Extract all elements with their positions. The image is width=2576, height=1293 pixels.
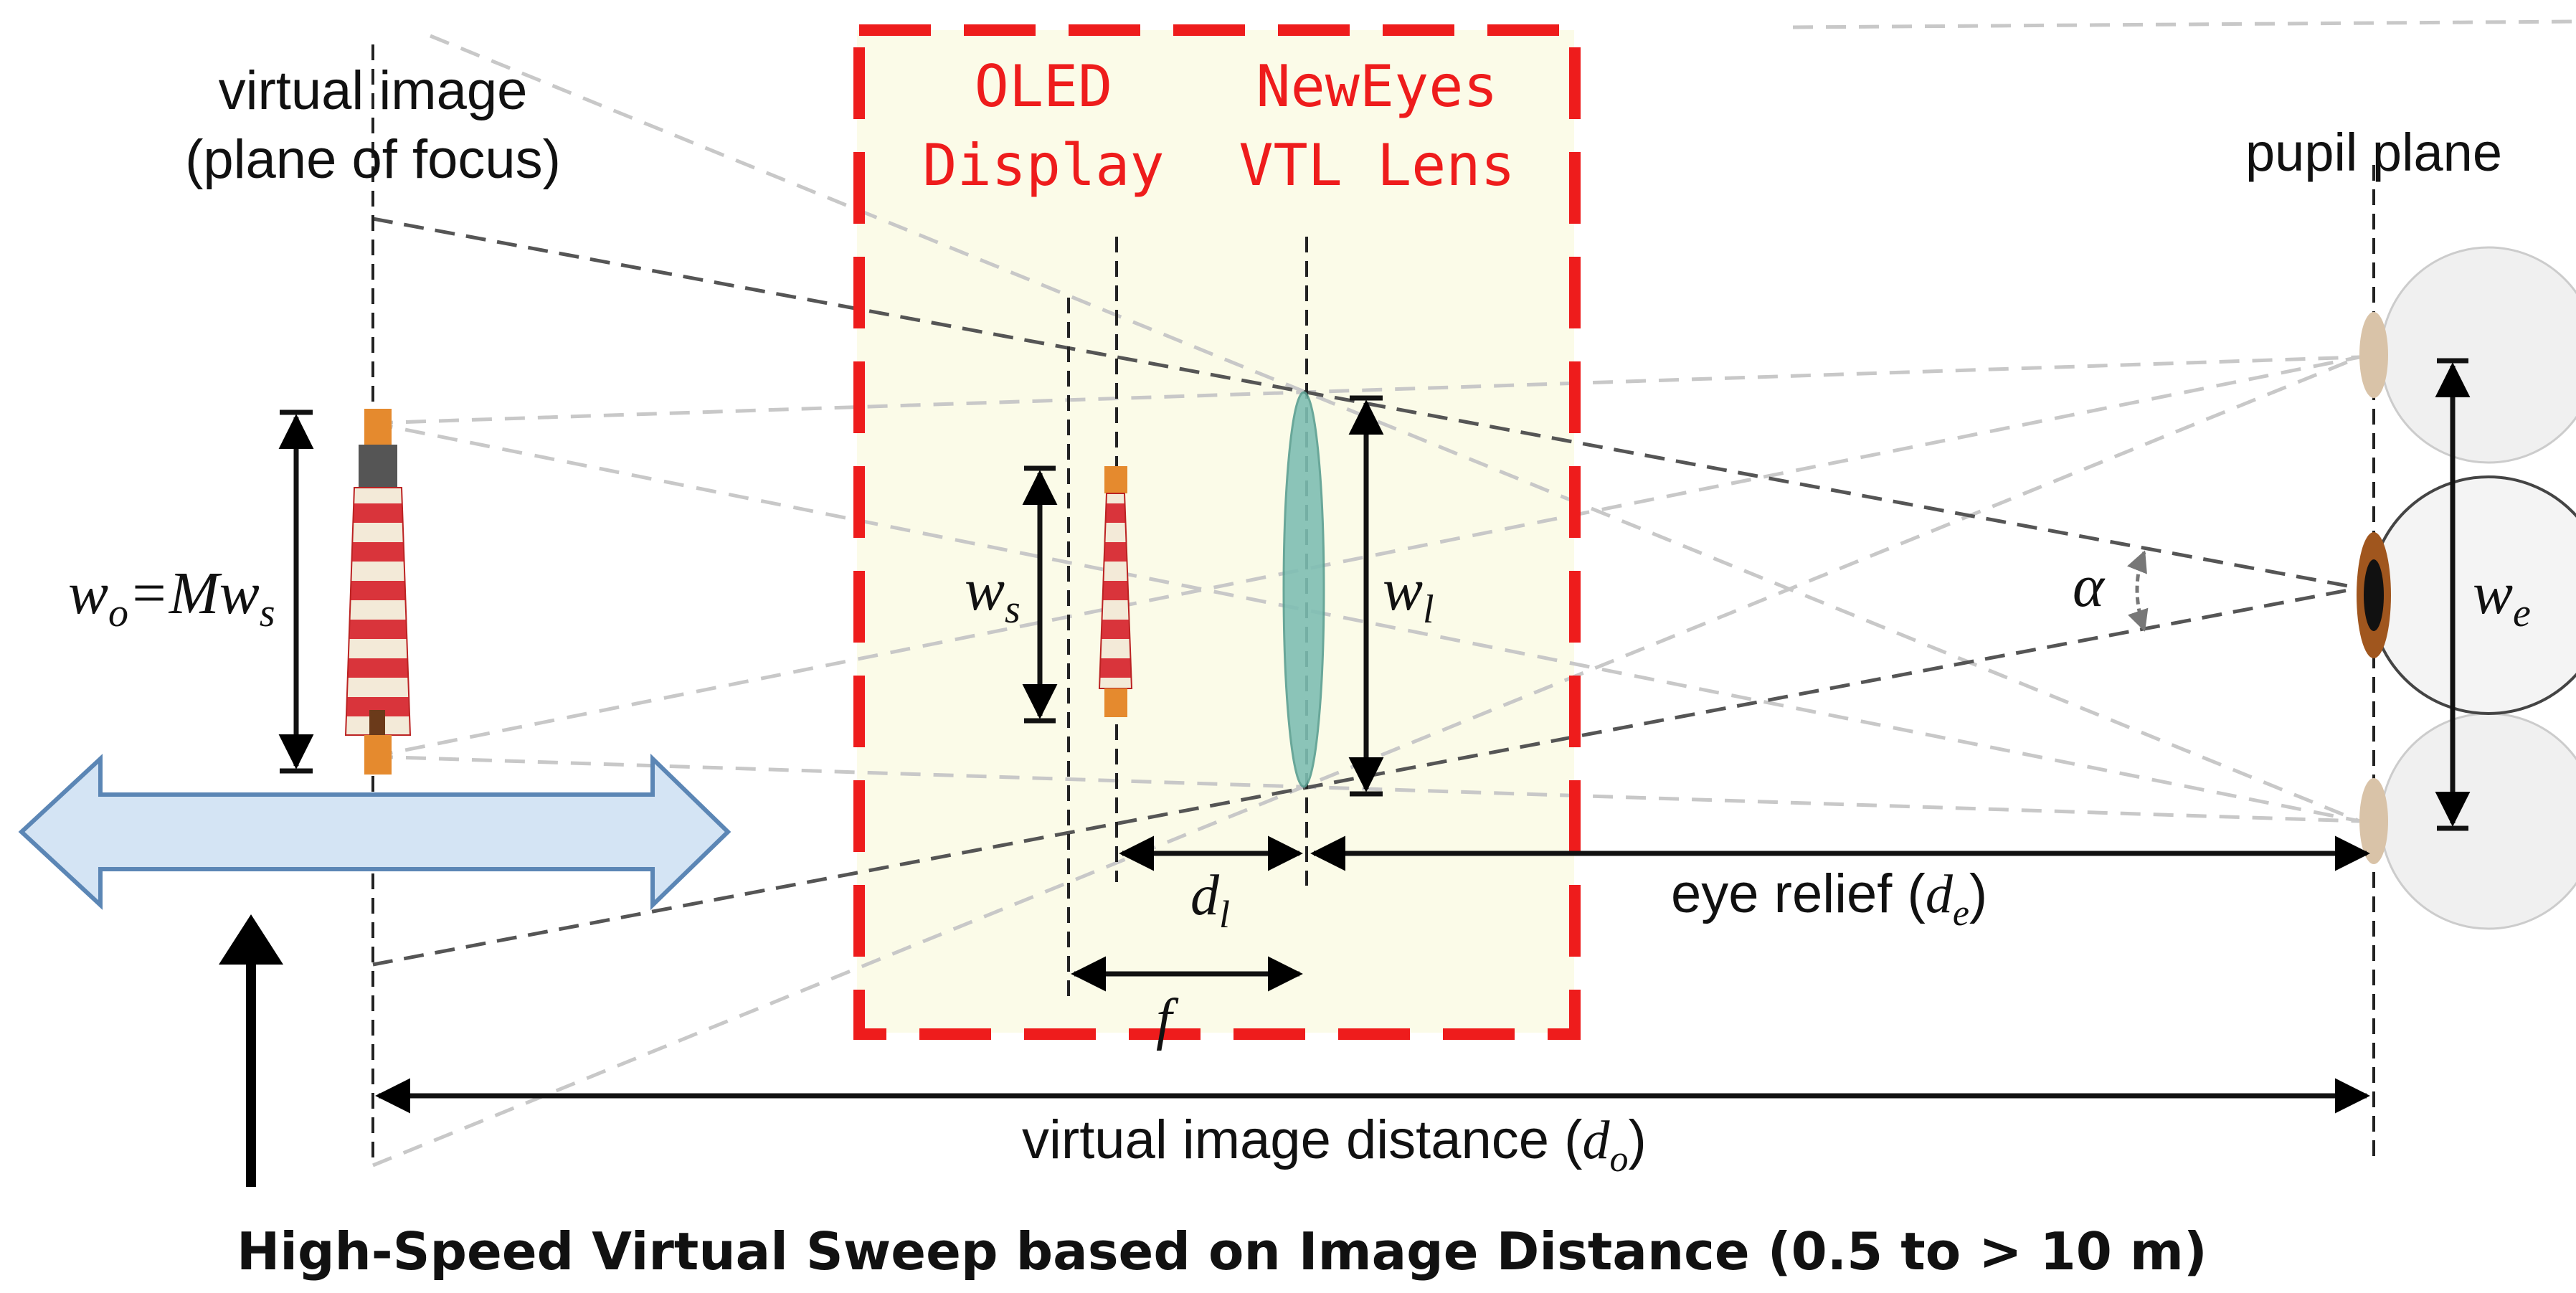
up-arrow-icon: [219, 914, 283, 1187]
we-label: we: [2473, 560, 2531, 635]
ws-label: ws: [965, 556, 1021, 632]
pupil-plane-label: pupil plane: [2245, 123, 2502, 182]
oled-label-2: Display: [922, 132, 1164, 199]
lens-label-2: VTL Lens: [1239, 132, 1515, 199]
caption: High-Speed Virtual Sweep based on Image …: [237, 1221, 2207, 1282]
dimension-lines: [278, 358, 2471, 1114]
alpha-arc: [2127, 550, 2149, 632]
virtual-image-distance-label: virtual image distance (do): [1022, 1109, 1647, 1180]
eye-icon: [2357, 246, 2576, 930]
display-lighthouse-icon: [1098, 466, 1133, 717]
wo-label: wo=Mws: [68, 560, 275, 635]
lens-icon: [1282, 391, 1325, 788]
double-arrow-icon: [18, 753, 731, 911]
lens-label-1: NewEyes: [1256, 53, 1497, 120]
alpha-label: α: [2073, 553, 2106, 620]
dl-label: dl: [1190, 864, 1230, 936]
system-boundary: [853, 24, 1581, 1040]
lighthouse-icon: [344, 409, 412, 775]
oled-label-1: OLED: [975, 53, 1113, 120]
eye-relief-label: eye relief (de): [1671, 863, 1987, 934]
virtual-image-label-2: (plane of focus): [185, 129, 561, 190]
wl-label: wl: [1383, 556, 1434, 632]
virtual-image-label-1: virtual image: [219, 60, 528, 121]
